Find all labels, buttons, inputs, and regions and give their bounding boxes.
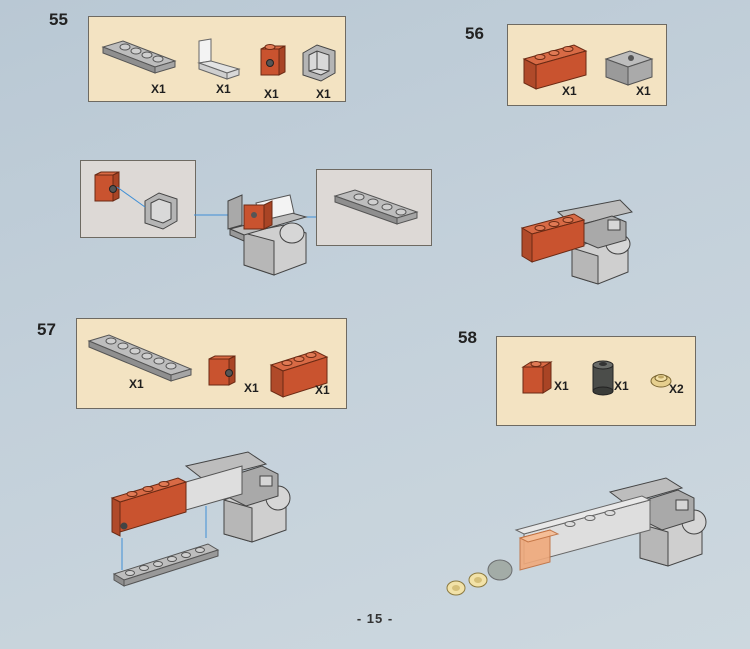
qty-label: X1 (151, 82, 166, 96)
orange-brick-1x1-icon (521, 361, 553, 394)
step-57-number: 57 (37, 320, 56, 339)
qty-label: X1 (129, 377, 144, 391)
step-55-subassembly-left (80, 160, 196, 238)
gray-plate-1x6-icon (87, 334, 193, 382)
white-bracket-icon (197, 38, 241, 80)
step-57-parts-box: X1 X1 X1 (76, 318, 347, 409)
step-57-assembly (110, 451, 291, 587)
gray-plate-1x4-icon (333, 189, 419, 225)
step-58-parts-box: X1 X1 X2 (496, 336, 696, 426)
step-55-assembly (194, 194, 316, 276)
orange-brick-stud-icon (208, 355, 236, 386)
step-55-subassembly-right (316, 169, 432, 246)
qty-label: X1 (264, 87, 279, 101)
gray-slope-icon (604, 50, 654, 86)
step-58-assembly (446, 477, 707, 596)
gray-corner-panel-icon (144, 192, 178, 230)
gray-plate-1x4-icon (101, 40, 177, 74)
qty-label: X1 (216, 82, 231, 96)
dark-gray-round-brick-icon (592, 360, 614, 396)
qty-label: X1 (562, 84, 577, 98)
qty-label: X1 (554, 379, 569, 393)
page-number: - 15 - (356, 611, 394, 626)
qty-label: X1 (316, 87, 331, 101)
step-55-parts-box: X1 X1 X1 X1 (88, 16, 346, 102)
orange-brick-stud-icon (260, 44, 286, 76)
qty-label: X2 (669, 382, 684, 396)
step-58-number: 58 (458, 328, 477, 347)
step-56-number: 56 (465, 24, 484, 43)
gray-corner-panel-icon (302, 44, 336, 82)
qty-label: X1 (636, 84, 651, 98)
orange-brick-1x3-icon (269, 350, 329, 398)
step-56-parts-box: X1 X1 (507, 24, 667, 106)
qty-label: X1 (614, 379, 629, 393)
connector-line (116, 186, 146, 208)
orange-brick-1x3-icon (522, 44, 588, 90)
step-56-assembly (520, 199, 633, 285)
orange-brick-stud-icon (94, 171, 120, 202)
step-55-number: 55 (49, 10, 68, 29)
qty-label: X1 (315, 383, 330, 397)
qty-label: X1 (244, 381, 259, 395)
tan-round-plate-icon (650, 374, 672, 388)
